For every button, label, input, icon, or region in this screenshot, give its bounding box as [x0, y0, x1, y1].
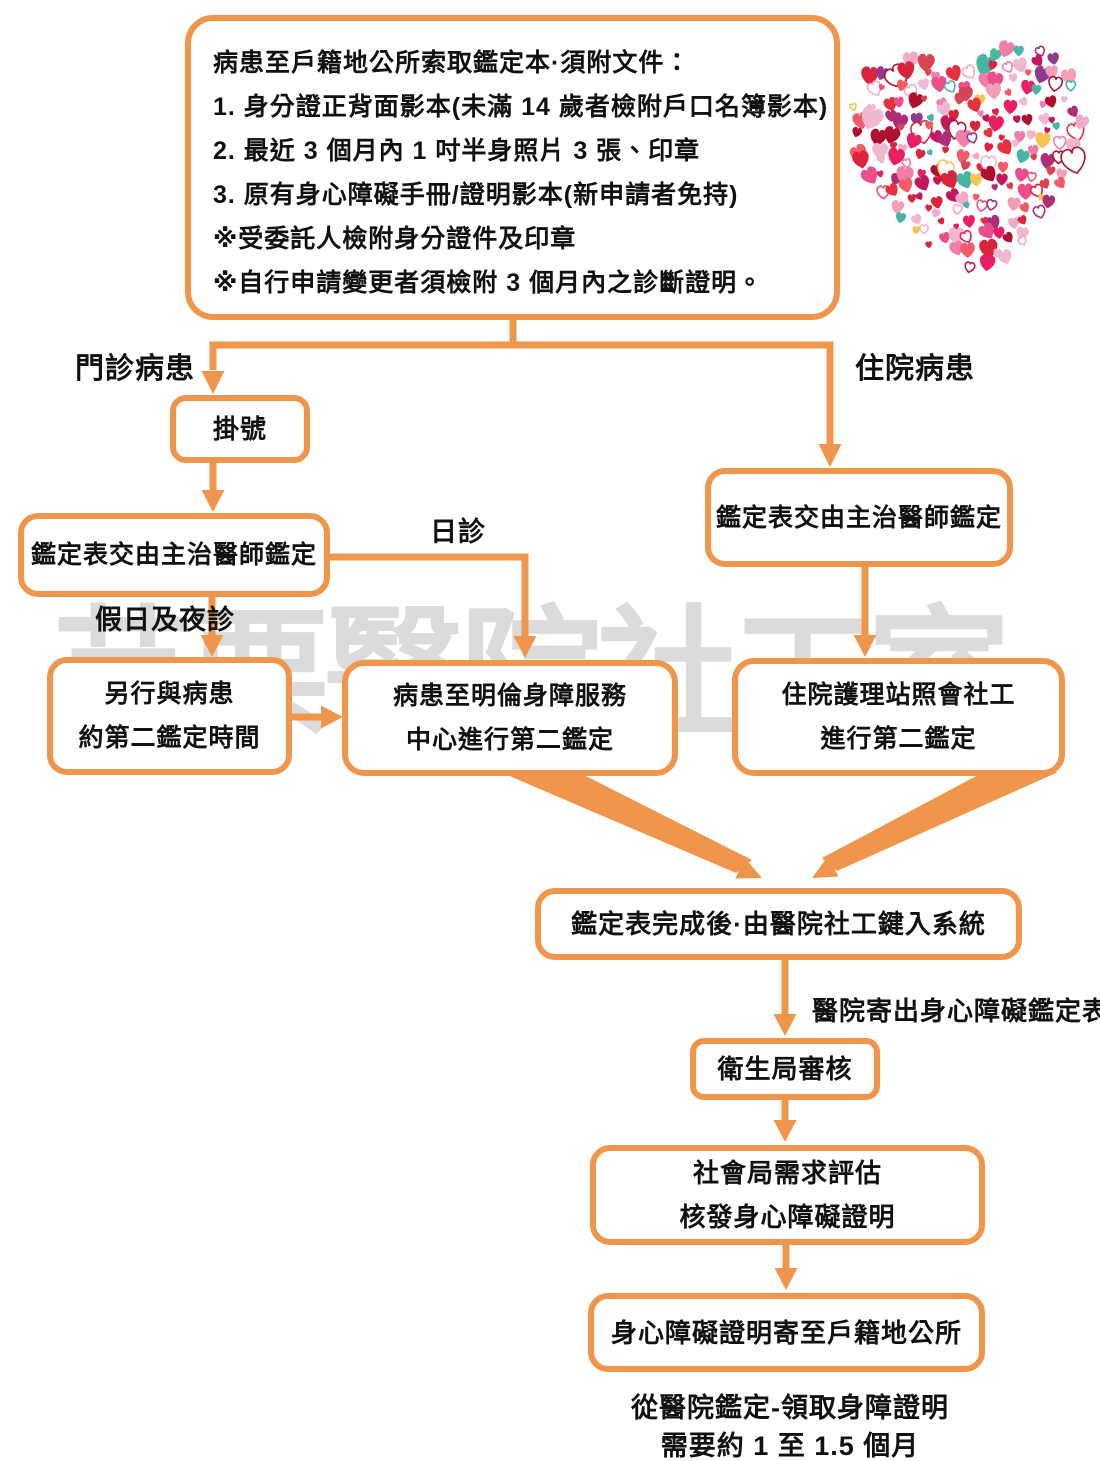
- box-schedule-second-assessment: 另行與病患 約第二鑑定時間: [47, 657, 292, 775]
- social-bureau-line2: 核發身心障礙證明: [679, 1202, 896, 1232]
- requirement-line: ※受委託人檢附身分證件及印章: [213, 225, 577, 253]
- box-right-doctor-assessment-label: 鑑定表交由主治醫師鑑定: [715, 503, 1002, 532]
- box-mail-certificate-label: 身心障礙證明寄至戶籍地公所: [610, 1317, 962, 1348]
- ward-line1: 住院護理站照會社工: [781, 681, 1016, 709]
- arrowhead-health: [773, 1014, 797, 1036]
- requirement-line: 病患至戶籍地公所索取鑑定本·須附文件：: [213, 49, 691, 77]
- label-inpatient: 住院病患: [855, 353, 976, 385]
- schedule-line2: 約第二鑑定時間: [78, 724, 261, 752]
- box-register-label: 掛號: [212, 414, 267, 444]
- requirement-line: 3. 原有身心障礙手冊/證明影本(新申請者免持): [213, 181, 739, 209]
- requirement-line: ※自行申請變更者須檢附 3 個月內之診斷證明。: [213, 269, 764, 297]
- ward-line2: 進行第二鑑定: [820, 725, 977, 753]
- box-left-doctor-assessment: 鑑定表交由主治醫師鑑定: [18, 513, 330, 597]
- box-social-bureau-evaluation: 社會局需求評估 核發身心障礙證明: [590, 1145, 985, 1245]
- requirement-line: 2. 最近 3 個月內 1 吋半身照片 3 張、印章: [213, 137, 701, 165]
- box-minglun-center-assessment: 病患至明倫身障服務 中心進行第二鑑定: [342, 660, 678, 776]
- social-bureau-line1: 社會局需求評估: [692, 1158, 882, 1188]
- box-register: 掛號: [170, 395, 310, 463]
- heart-collage-image: [849, 40, 1090, 274]
- arrowhead-ward: [853, 635, 877, 657]
- footer-duration-line2: 需要約 1 至 1.5 個月: [660, 1431, 920, 1461]
- arrowhead-schedule: [200, 635, 224, 657]
- box-system-entry-label: 鑑定表完成後·由醫院社工鍵入系統: [571, 909, 986, 939]
- arrowhead-ward-diagonal: [812, 856, 839, 878]
- connector-arrowheads: [200, 371, 1058, 1290]
- minglun-line2: 中心進行第二鑑定: [405, 726, 614, 754]
- arrow-day-clinic: [330, 553, 529, 636]
- box-left-doctor-assessment-label: 鑑定表交由主治醫師鑑定: [30, 541, 317, 569]
- arrowhead-mail: [774, 1268, 798, 1290]
- connector-lines: [208, 317, 869, 1268]
- schedule-line1: 另行與病患: [104, 680, 235, 708]
- arrowhead-minglun: [321, 705, 343, 729]
- box-document-requirements: 病患至戶籍地公所索取鑑定本·須附文件： 1. 身分證正背面影本(未滿 14 歲者…: [185, 15, 840, 320]
- label-outpatient: 門診病患: [75, 353, 196, 385]
- arrowhead-minglun-diagonal: [735, 857, 762, 879]
- label-hospital-mails-form: 醫院寄出身心障礙鑑定表: [812, 996, 1100, 1026]
- minglun-line1: 病患至明倫身障服務: [392, 682, 627, 710]
- box-health-bureau-label: 衛生局審核: [717, 1054, 853, 1084]
- arrowhead-inpatient: [818, 444, 842, 467]
- box-mail-certificate: 身心障礙證明寄至戶籍地公所: [588, 1293, 985, 1372]
- label-holiday-night-clinic: 假日及夜診: [95, 605, 235, 635]
- box-health-bureau-review: 衛生局審核: [690, 1038, 880, 1100]
- footer-duration-line1: 從醫院鑑定-領取身障證明: [631, 1393, 949, 1423]
- box-ward-social-worker: 住院護理站照會社工 進行第二鑑定: [732, 658, 1065, 776]
- arrowhead-social: [773, 1120, 797, 1142]
- arrow-branch-bar: [209, 341, 834, 444]
- arrowhead-register: [201, 490, 225, 512]
- requirement-line: 1. 身分證正背面影本(未滿 14 歲者檢附戶口名簿影本): [213, 93, 829, 121]
- arrowhead-day-clinic: [513, 636, 537, 658]
- tail-ward-diagonal: [822, 772, 1058, 871]
- box-system-entry: 鑑定表完成後·由醫院社工鍵入系統: [535, 888, 1022, 960]
- box-right-doctor-assessment: 鑑定表交由主治醫師鑑定: [705, 468, 1013, 567]
- tail-minglun-diagonal: [500, 772, 752, 873]
- label-day-clinic: 日診: [430, 517, 486, 547]
- arrowhead-outpatient: [201, 371, 225, 394]
